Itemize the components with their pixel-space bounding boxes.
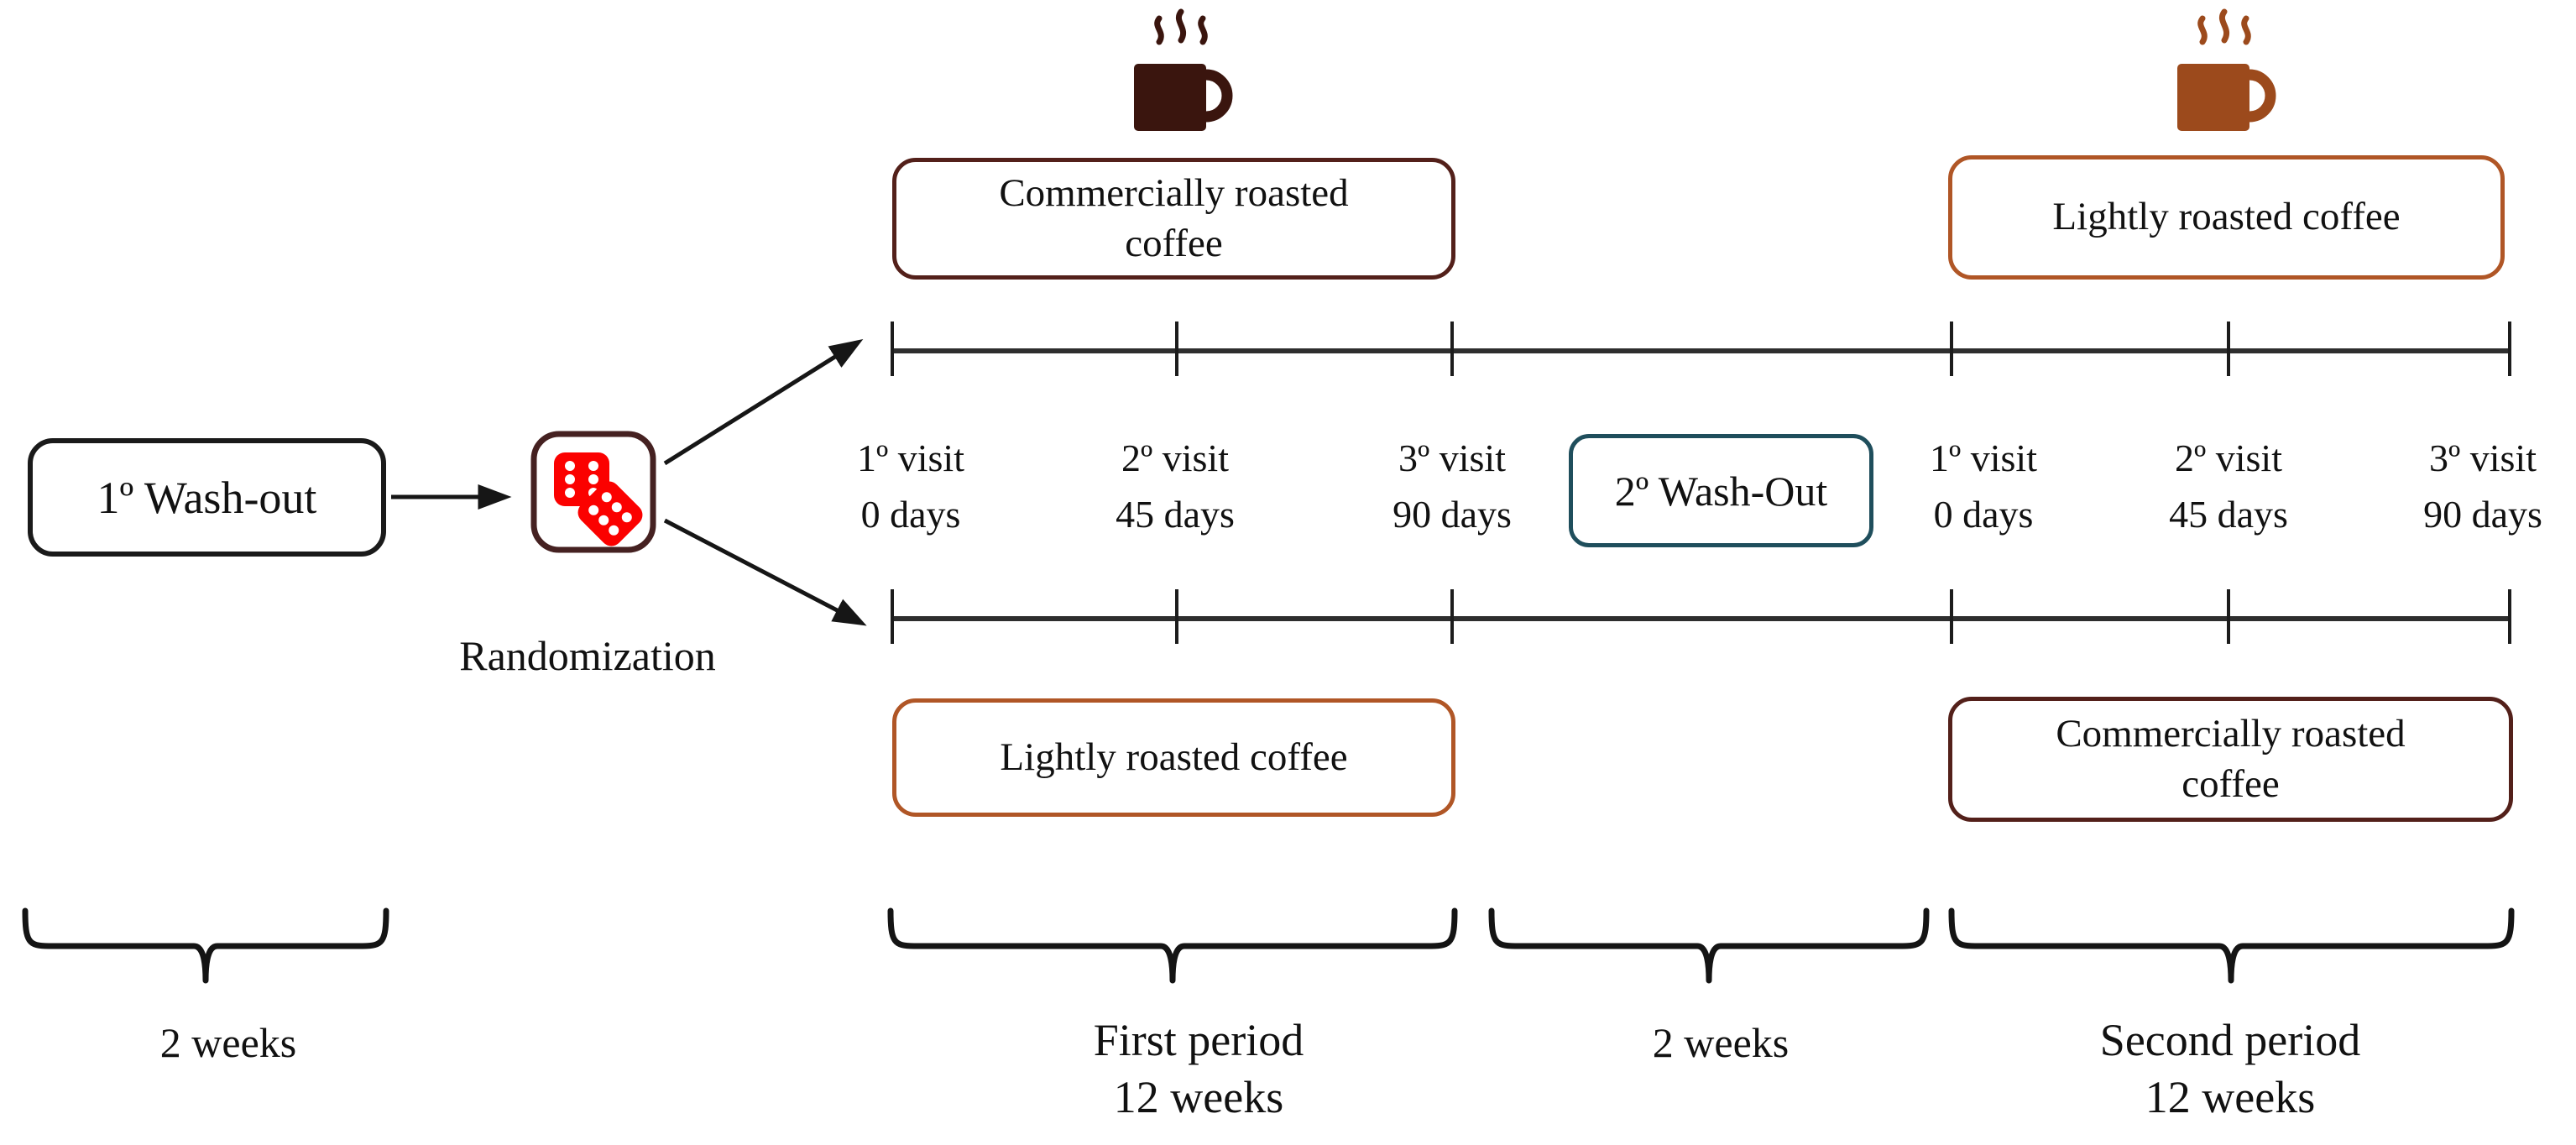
box-label-line1: Commercially roasted <box>2056 712 2406 756</box>
visit-days: 90 days <box>1393 493 1512 536</box>
visit-label-5: 2º visit 45 days <box>2136 430 2321 542</box>
first-period-label: First period 12 weeks <box>980 1012 1417 1126</box>
box-label-line1: Commercially roasted <box>999 171 1349 216</box>
steam-icon <box>1154 8 1208 45</box>
coffee-mug-light-icon <box>2177 8 2276 131</box>
second-washout-box: 2º Wash-Out <box>1569 434 1873 547</box>
visit-ordinal: 1º visit <box>856 437 964 479</box>
lightly-roasted-coffee-label: Lightly roasted coffee <box>1000 735 1348 779</box>
coffee-mug-dark-icon <box>1134 8 1233 131</box>
arrow-dice-to-top-arm <box>663 339 864 466</box>
lightly-roasted-coffee-label: Lightly roasted coffee <box>2052 195 2401 239</box>
visit-label-3: 3º visit 90 days <box>1360 430 1544 542</box>
visit-ordinal: 1º visit <box>1929 437 2037 479</box>
brace-second-washout <box>1488 907 1930 984</box>
visit-ordinal: 3º visit <box>1398 437 1506 479</box>
brace-first-period <box>887 907 1458 984</box>
commercially-roasted-coffee-box-bottom: Commercially roasted coffee <box>1948 697 2513 822</box>
visit-ordinal: 2º visit <box>2174 437 2282 479</box>
visit-days: 0 days <box>1933 493 2034 536</box>
second-washout-duration-label: 2 weeks <box>1652 1019 1790 1066</box>
visit-ordinal: 3º visit <box>2428 437 2537 479</box>
steam-icon <box>2197 8 2251 45</box>
arrow-dice-to-bottom-arm <box>663 518 867 626</box>
dice-icon <box>530 431 656 553</box>
brace-first-washout <box>22 907 389 984</box>
commercially-roasted-coffee-box-top: Commercially roasted coffee <box>892 158 1455 280</box>
second-period-label: Second period 12 weeks <box>2012 1012 2448 1126</box>
period-name: Second period <box>2099 1015 2361 1065</box>
brace-second-period <box>1948 907 2515 984</box>
timeline-bottom <box>891 589 2511 644</box>
second-washout-label: 2º Wash-Out <box>1614 467 1828 515</box>
first-washout-duration-label: 2 weeks <box>159 1019 297 1066</box>
duration-braces <box>22 907 2515 984</box>
visit-label-1: 1º visit 0 days <box>818 430 1003 542</box>
commercially-roasted-coffee-label: Commercially roasted coffee <box>896 169 1451 268</box>
box-label-line2: coffee <box>1125 221 1223 265</box>
first-washout-box: 1º Wash-out <box>28 438 386 557</box>
visit-days: 45 days <box>2169 493 2288 536</box>
visit-ordinal: 2º visit <box>1121 437 1229 479</box>
timeline-top-ticks <box>891 322 2511 376</box>
lightly-roasted-coffee-box-bottom: Lightly roasted coffee <box>892 698 1455 817</box>
visit-days: 45 days <box>1116 493 1235 536</box>
period-duration: 12 weeks <box>2145 1072 2316 1122</box>
commercially-roasted-coffee-label: Commercially roasted coffee <box>1952 709 2509 808</box>
lightly-roasted-coffee-box-top: Lightly roasted coffee <box>1948 155 2505 280</box>
period-duration: 12 weeks <box>1113 1072 1284 1122</box>
first-washout-label: 1º Wash-out <box>97 472 317 523</box>
visit-days: 90 days <box>2423 493 2542 536</box>
timeline-top <box>891 322 2511 376</box>
box-label-line2: coffee <box>2182 761 2280 806</box>
visit-label-2: 2º visit 45 days <box>1083 430 1267 542</box>
visit-label-4: 1º visit 0 days <box>1891 430 2076 542</box>
randomization-label: Randomization <box>459 632 716 679</box>
visit-days: 0 days <box>860 493 961 536</box>
die-tilted <box>577 481 643 546</box>
timeline-bottom-ticks <box>891 589 2511 644</box>
flow-arrows <box>391 339 867 626</box>
period-name: First period <box>1093 1015 1304 1065</box>
visit-label-6: 3º visit 90 days <box>2391 430 2575 542</box>
